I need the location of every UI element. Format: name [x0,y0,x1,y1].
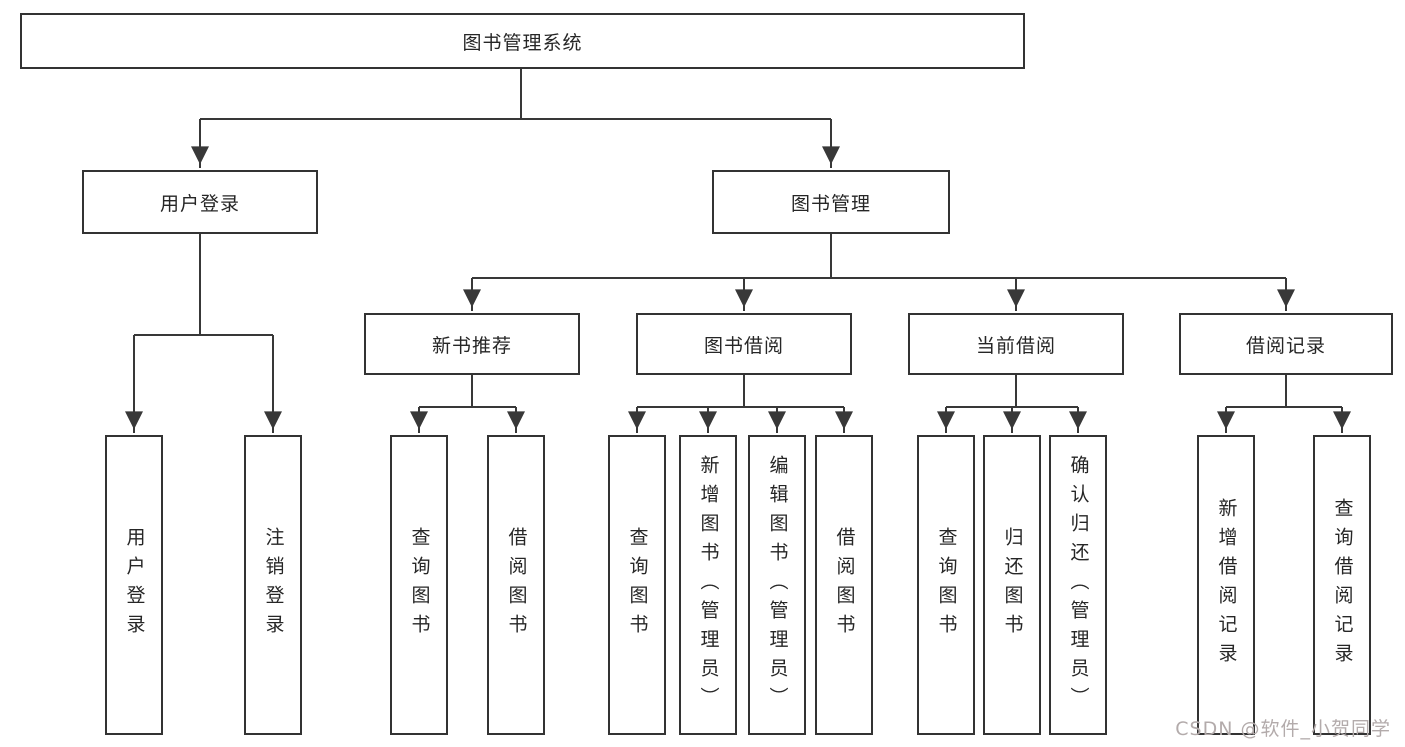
node-label: 新书推荐 [431,334,512,357]
leaf-bw-borrow-books: 借阅图书 [815,435,873,735]
node-label: 借阅图书 [505,527,528,643]
node-label: 借阅记录 [1245,334,1326,357]
leaf-logout: 注销登录 [244,435,302,735]
leaf-nb-query-books: 查询图书 [390,435,448,735]
node-label: 新增图书（管理员） [697,454,720,716]
leaf-cb-query-books: 查询图书 [917,435,975,735]
node-borrowing-records: 借阅记录 [1179,313,1393,375]
leaf-user-login: 用户登录 [105,435,163,735]
node-label: 借阅图书 [833,527,856,643]
leaf-rc-add-record: 新增借阅记录 [1197,435,1255,735]
node-label: 图书管理系统 [462,31,583,54]
node-label: 图书管理 [790,192,871,215]
node-book-borrowing: 图书借阅 [636,313,852,375]
node-label: 用户登录 [123,527,146,643]
node-label: 查询借阅记录 [1331,498,1354,672]
node-label: 用户登录 [159,192,240,215]
node-current-borrowing: 当前借阅 [908,313,1124,375]
leaf-bw-add-books-admin: 新增图书（管理员） [679,435,737,735]
node-user-login: 用户登录 [82,170,318,234]
leaf-bw-query-books: 查询图书 [608,435,666,735]
node-new-book-recommend: 新书推荐 [364,313,580,375]
node-label: 查询图书 [408,527,431,643]
node-label: 新增借阅记录 [1215,498,1238,672]
node-label: 注销登录 [262,527,285,643]
leaf-bw-edit-books-admin: 编辑图书（管理员） [748,435,806,735]
node-library-system: 图书管理系统 [20,13,1025,69]
node-label: 确认归还（管理员） [1067,454,1090,716]
node-label: 查询图书 [935,527,958,643]
csdn-watermark: CSDN @软件_小贺同学 [1175,718,1391,740]
leaf-cb-confirm-return-admin: 确认归还（管理员） [1049,435,1107,735]
node-label: 当前借阅 [975,334,1056,357]
node-book-management: 图书管理 [712,170,950,234]
leaf-rc-query-record: 查询借阅记录 [1313,435,1371,735]
leaf-nb-borrow-books: 借阅图书 [487,435,545,735]
node-label: 编辑图书（管理员） [766,454,789,716]
node-label: 归还图书 [1001,527,1024,643]
leaf-cb-return-books: 归还图书 [983,435,1041,735]
node-label: 查询图书 [626,527,649,643]
node-label: 图书借阅 [703,334,784,357]
